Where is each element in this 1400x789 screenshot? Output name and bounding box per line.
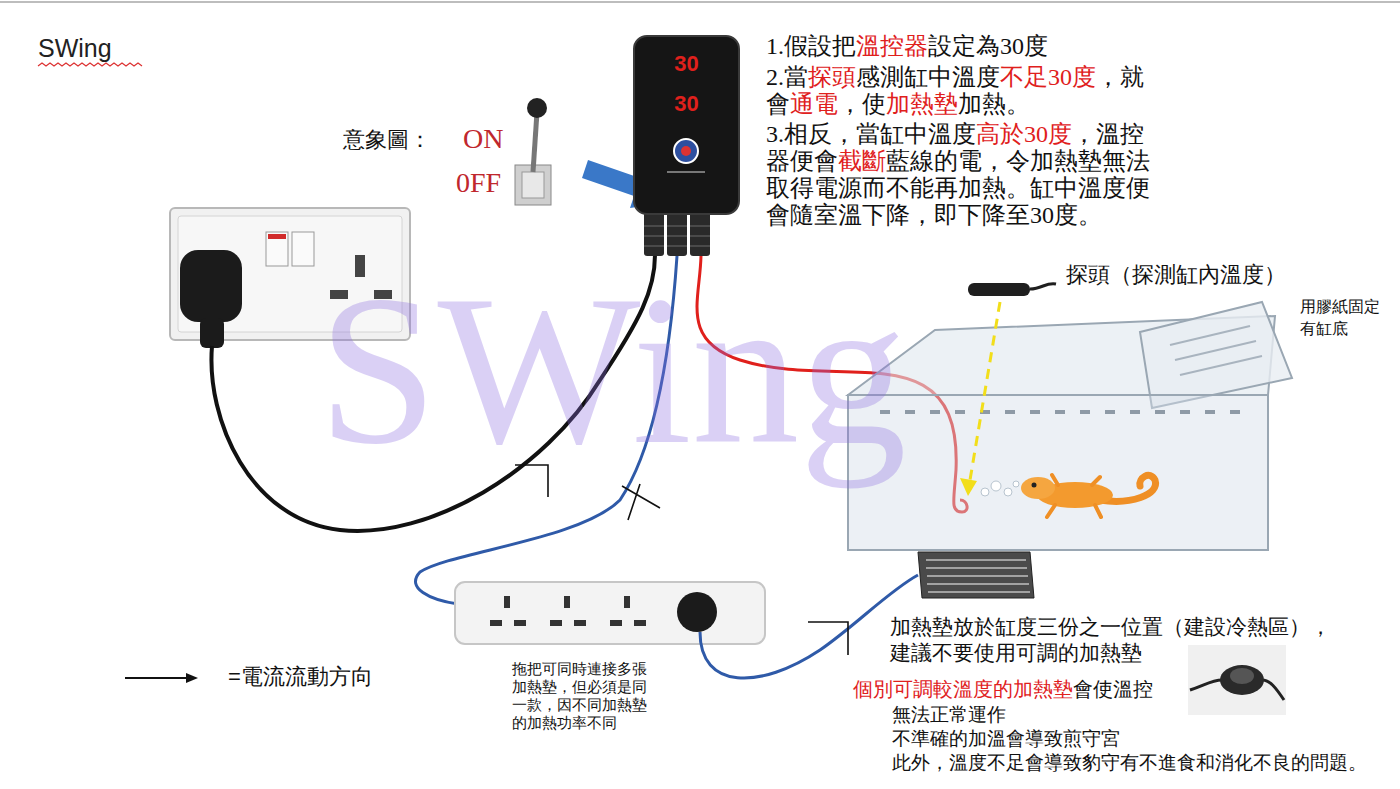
step-text: 2.當探頭感測缸中溫度不足30度，就會通電，使加熱墊加熱。	[766, 64, 1151, 118]
thermostat-box: 30 30	[633, 35, 740, 215]
highlight-text: 通電	[790, 91, 838, 117]
warning-text: 個別可調較溫度的加熱墊會使溫控	[853, 677, 1153, 701]
pad-note: 加熱墊放於缸度三份之一位置（建設冷熱區），建議不要使用可調的加熱墊	[890, 614, 1345, 667]
highlight-text: 截斷	[838, 148, 886, 174]
warning-text: 此外，溫度不足會導致豹守有不進食和消化不良的問題。	[892, 752, 1367, 775]
legend-text: =電流流動方向	[228, 664, 373, 690]
probe-note: 用膠紙固定有缸底	[1300, 296, 1388, 341]
image-note: 意象圖：	[343, 127, 431, 153]
highlight-text: 加熱墊	[886, 91, 958, 117]
highlight-text: 高於30度	[976, 121, 1072, 147]
switch-off: 0FF	[456, 166, 501, 200]
warning-text: 不準確的加溫會導致煎守宮	[892, 728, 1120, 751]
watermark: SWing	[318, 262, 907, 477]
probe-label: 探頭（探測缸內溫度）	[1066, 262, 1286, 288]
highlight-text: 個別可調較溫度的加熱墊	[853, 678, 1073, 700]
highlight-text: 不足30度	[1000, 64, 1096, 90]
display-digits: 30	[635, 91, 738, 117]
highlight-text: 探頭	[808, 64, 856, 90]
display-digits: 30	[635, 51, 738, 77]
step-text: 3.相反，當缸中溫度高於30度，溫控器便會截斷藍線的電，令加熱墊無法取得電源而不…	[766, 121, 1151, 229]
highlight-text: 溫控器	[856, 33, 928, 59]
step-text: 1.假設把溫控器設定為30度	[766, 33, 1151, 60]
warning-text: 無法正常運作	[892, 704, 1006, 727]
diagram-title: SWing	[38, 33, 112, 63]
strip-note: 拖把可同時連接多張加熱墊，但必須是同一款，因不同加熱墊的加熱功率不同	[512, 660, 652, 732]
switch-on: ON	[463, 122, 503, 156]
